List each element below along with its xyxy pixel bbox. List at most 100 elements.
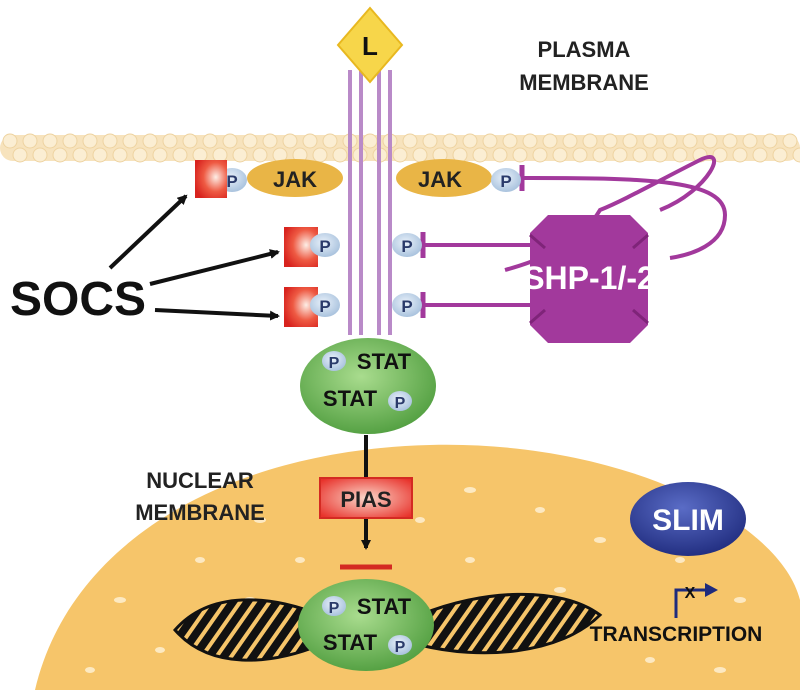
membrane-bead — [632, 147, 648, 163]
membrane-bead — [462, 133, 478, 149]
membrane-bead — [522, 133, 538, 149]
membrane-bead — [742, 133, 758, 149]
ligand: L — [336, 6, 404, 84]
membrane-bead — [752, 147, 768, 163]
shp-phosphatase: SHP-1/-2 — [420, 155, 728, 343]
membrane-bead — [422, 133, 438, 149]
stat-top-label: STAT — [357, 349, 412, 374]
membrane-bead — [162, 133, 178, 149]
plasma-membrane-label-line2: MEMBRANE — [519, 70, 649, 95]
membrane-bead — [242, 133, 258, 149]
receptor — [348, 70, 392, 335]
membrane-bead — [92, 147, 108, 163]
membrane-bead — [52, 147, 68, 163]
phospho-row1-left: P — [319, 237, 330, 256]
socs-arrows — [108, 194, 280, 321]
membrane-bead — [732, 147, 748, 163]
membrane-bead — [182, 133, 198, 149]
membrane-bead — [232, 147, 248, 163]
membrane-bead — [282, 133, 298, 149]
membrane-bead — [582, 133, 598, 149]
membrane-bead — [792, 147, 800, 163]
receptor-phospho-row2: P P — [284, 287, 422, 327]
jak-left-complex: JAK P — [195, 159, 343, 198]
membrane-bead — [652, 147, 668, 163]
membrane-bead — [332, 147, 348, 163]
membrane-bead — [152, 147, 168, 163]
membrane-bead — [102, 133, 118, 149]
membrane-bead — [672, 147, 688, 163]
receptor-phospho-row1: P P — [284, 227, 422, 267]
stat-dimer-nucleus: P STAT STAT P — [298, 579, 434, 671]
membrane-bead — [442, 133, 458, 149]
plasma-membrane-label-line1: PLASMA — [538, 37, 631, 62]
membrane-bead — [32, 147, 48, 163]
membrane-bead — [562, 133, 578, 149]
membrane-bead — [252, 147, 268, 163]
membrane-bead — [472, 147, 488, 163]
membrane-bead — [572, 147, 588, 163]
phospho-stat-top: P — [329, 355, 340, 372]
pias: PIAS — [319, 477, 413, 519]
nuclear-stat-top-label: STAT — [357, 594, 412, 619]
phospho-jak-left: P — [226, 172, 237, 191]
phospho-row2-left: P — [319, 297, 330, 316]
membrane-bead — [392, 147, 408, 163]
nuclear-membrane-label-line2: MEMBRANE — [135, 500, 265, 525]
phospho-row1-right: P — [401, 237, 412, 256]
pias-label: PIAS — [340, 487, 391, 512]
membrane-bead — [552, 147, 568, 163]
shp-body — [530, 215, 648, 343]
socs-box-jak — [195, 160, 227, 198]
phospho-nuclear-stat-bottom: P — [395, 639, 406, 656]
membrane-bead — [82, 133, 98, 149]
membrane-bead — [482, 133, 498, 149]
membrane-bead — [142, 133, 158, 149]
membrane-bead — [592, 147, 608, 163]
membrane-bead — [62, 133, 78, 149]
membrane-bead — [542, 133, 558, 149]
membrane-bead — [662, 133, 678, 149]
slim-label: SLIM — [652, 504, 724, 537]
membrane-bead — [172, 147, 188, 163]
membrane-bead — [192, 147, 208, 163]
transcription-start-blocked: X — [674, 583, 718, 618]
membrane-bead — [312, 147, 328, 163]
transcription-label: TRANSCRIPTION — [590, 623, 763, 646]
membrane-bead — [42, 133, 58, 149]
membrane-bead — [532, 147, 548, 163]
dna — [173, 592, 603, 662]
membrane-bead — [22, 133, 38, 149]
membrane-bead — [492, 147, 508, 163]
membrane-bead — [642, 133, 658, 149]
membrane-bead — [112, 147, 128, 163]
membrane-bead — [202, 133, 218, 149]
membrane-bead — [362, 133, 378, 149]
membrane-bead — [612, 147, 628, 163]
shp-link-top — [529, 176, 728, 260]
nuclear-membrane-label-line1: NUCLEAR — [146, 468, 254, 493]
membrane-bead — [782, 133, 798, 149]
membrane-bead — [402, 133, 418, 149]
slim: SLIM — [630, 482, 746, 556]
socs-label: SOCS — [10, 273, 146, 326]
phospho-stat-bottom: P — [395, 395, 406, 412]
membrane-bead — [762, 133, 778, 149]
membrane-bead — [72, 147, 88, 163]
nuclear-stat-bottom-label: STAT — [323, 630, 378, 655]
membrane-bead — [2, 133, 18, 149]
membrane-bead — [262, 133, 278, 149]
phospho-jak-right: P — [500, 172, 511, 191]
membrane-bead — [12, 147, 28, 163]
membrane-bead — [722, 133, 738, 149]
membrane-bead — [622, 133, 638, 149]
membrane-bead — [222, 133, 238, 149]
membrane-bead — [302, 133, 318, 149]
membrane-bead — [602, 133, 618, 149]
membrane-bead — [122, 133, 138, 149]
membrane-bead — [512, 147, 528, 163]
membrane-bead — [212, 147, 228, 163]
stat-dimer-cytoplasm: P STAT STAT P — [300, 338, 436, 434]
